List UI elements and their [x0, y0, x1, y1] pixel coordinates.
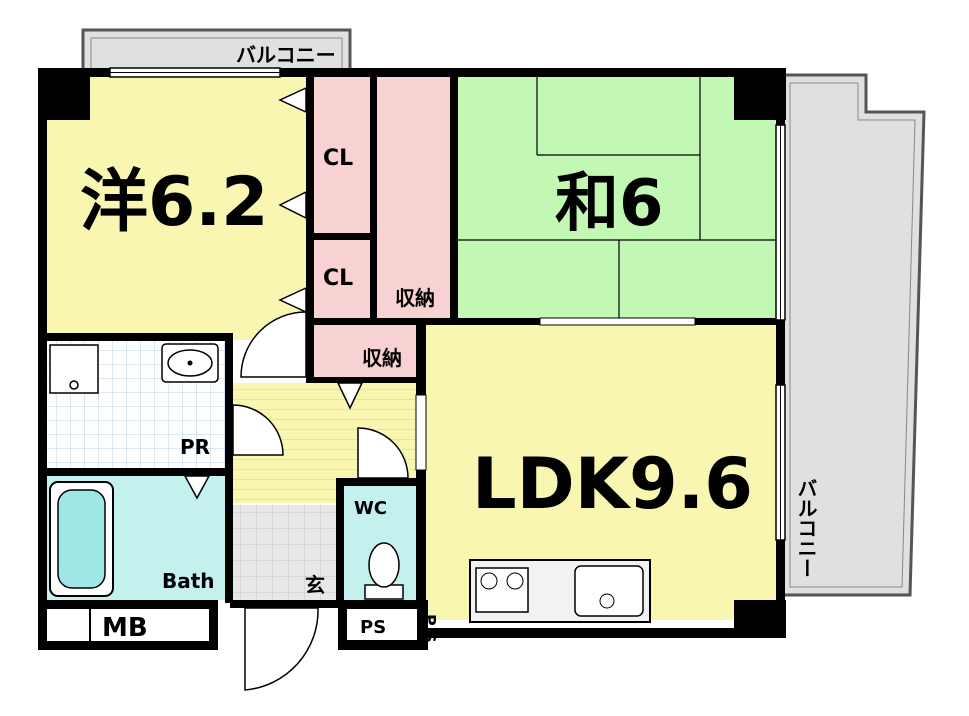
balcony-right-label: バルコニー: [794, 478, 818, 578]
storage-lower: [313, 325, 423, 380]
meter-box: [89, 607, 211, 643]
powder-room-label: PR: [180, 435, 210, 459]
toilet-fixture: [364, 542, 404, 600]
closet-1-label: CL: [323, 146, 353, 171]
closet-doors: [183, 86, 364, 500]
entrance-floor: [230, 505, 338, 603]
japanese-room-label: 和6: [555, 167, 664, 241]
tatami-lines: [458, 75, 780, 320]
bath-label: Bath: [162, 569, 215, 593]
door-swings: [232, 311, 409, 691]
bathtub: [49, 481, 114, 597]
windows: [109, 67, 786, 541]
washing-machine: [49, 344, 99, 394]
pipe-space-2-label: P S: [421, 614, 440, 643]
balcony-top: [81, 28, 352, 74]
storage-column: [313, 75, 458, 320]
pipe-space-1-label: PS: [360, 617, 386, 638]
entrance-label: 玄: [305, 573, 325, 597]
meter-box-label: MB: [102, 613, 148, 643]
pipe-space-box: [345, 607, 419, 642]
washbasin: [161, 343, 219, 383]
ldk-label: LDK9.6: [472, 443, 753, 525]
storage-1-label: 収納: [395, 286, 435, 310]
western-room-label: 洋6.2: [80, 163, 268, 242]
balcony-top-label: バルコニー: [236, 43, 336, 67]
kitchen-counter: [469, 559, 651, 623]
closet-2-label: CL: [323, 266, 353, 291]
toilet-label: WC: [354, 498, 387, 519]
storage-2-label: 収納: [362, 346, 402, 370]
